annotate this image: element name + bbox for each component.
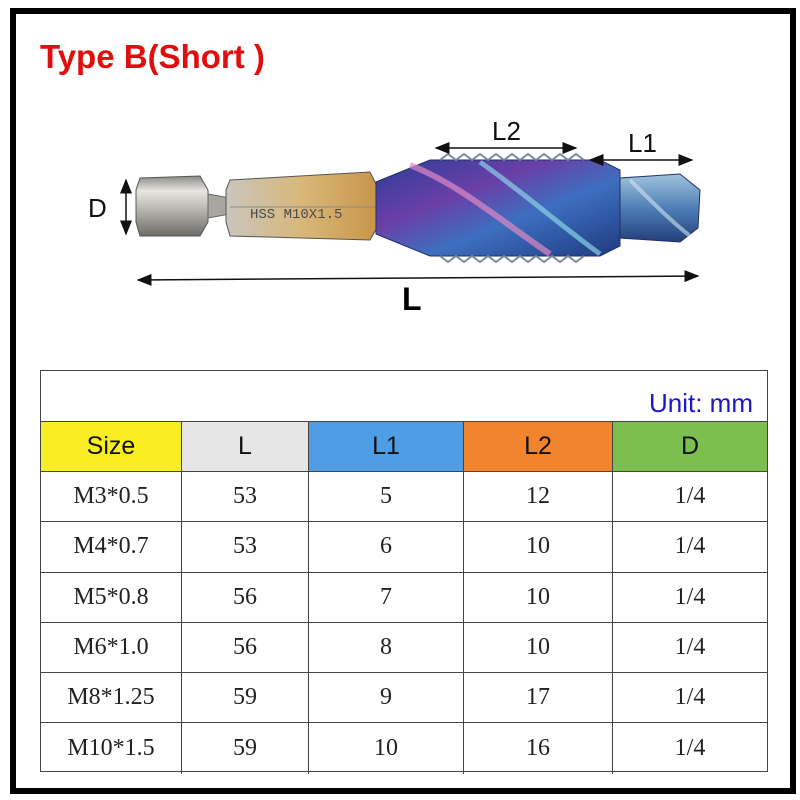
unit-row: Unit: mm — [41, 371, 767, 422]
table-cell-l2: 10 — [464, 622, 613, 674]
table-cell-d: 1/4 — [613, 472, 767, 523]
table-cell-size: M6*1.0 — [41, 622, 182, 674]
table-cell-l1: 10 — [309, 723, 464, 774]
table-cell-d: 1/4 — [674, 735, 706, 762]
table-cell-size: M5*0.8 — [41, 572, 182, 623]
table-cell-d: 1/4 — [613, 623, 767, 674]
table-cell-l: 59 — [182, 673, 309, 724]
drill-engraving: HSS M10X1.5 — [250, 207, 342, 223]
page-title: Type B(Short ) — [40, 38, 265, 75]
drill-bit-diagram: HSS M10X1.5 D L2 L1 L — [88, 116, 701, 317]
header-l1: L1 — [309, 422, 464, 472]
drill-tip — [619, 173, 701, 243]
table-cell-l2: 10 — [464, 572, 613, 623]
table-cell-l: 53 — [182, 472, 309, 523]
table-cell-l1: 9 — [309, 673, 464, 724]
dim-line-l — [136, 270, 700, 286]
table-cell-l2: 17 — [464, 673, 613, 724]
header-size: Size — [41, 422, 182, 472]
table-cell-size: M10*1.5 — [41, 723, 182, 774]
table-cell-l1: 6 — [309, 522, 464, 573]
spec-table: Unit: mm Size L L1 L2 D M3*0.5 53 5 12 1… — [40, 370, 768, 774]
dim-label-l2: L2 — [492, 116, 521, 146]
spec-grid: Size L L1 L2 D M3*0.5 53 5 12 1/4 M4*0.7… — [41, 422, 767, 774]
table-cell-l2: 16 — [464, 723, 613, 774]
header-l: L — [182, 422, 309, 472]
table-cell-l2: 10 — [464, 522, 613, 573]
table-cell-l: 53 — [182, 522, 309, 573]
table-cell-l: 56 — [182, 622, 309, 674]
header-d: D — [613, 422, 767, 472]
table-cell-l: 59 — [182, 723, 309, 774]
table-cell-d: 1/4 — [613, 573, 767, 623]
table-cell-d: 1/4 — [613, 522, 767, 573]
table-cell-l: 56 — [182, 572, 309, 623]
table-cell-l1: 8 — [309, 622, 464, 674]
table-cell-size: M4*0.7 — [41, 522, 182, 573]
table-cell-d: 1/4 — [613, 673, 767, 724]
drill-shank — [135, 171, 379, 241]
dim-label-l1: L1 — [628, 128, 657, 158]
dim-label-l: L — [402, 281, 422, 317]
table-cell-l1: 7 — [309, 572, 464, 623]
image-frame — [10, 8, 796, 794]
table-cell-l2: 12 — [464, 472, 613, 523]
table-cell-size: M3*0.5 — [41, 472, 182, 523]
table-cell-size: M8*1.25 — [41, 673, 182, 724]
drill-flute-body — [375, 152, 621, 264]
dim-label-d: D — [88, 193, 107, 223]
unit-label: Unit: mm — [649, 388, 753, 418]
table-cell-l1: 5 — [309, 472, 464, 523]
header-l2: L2 — [464, 422, 613, 472]
